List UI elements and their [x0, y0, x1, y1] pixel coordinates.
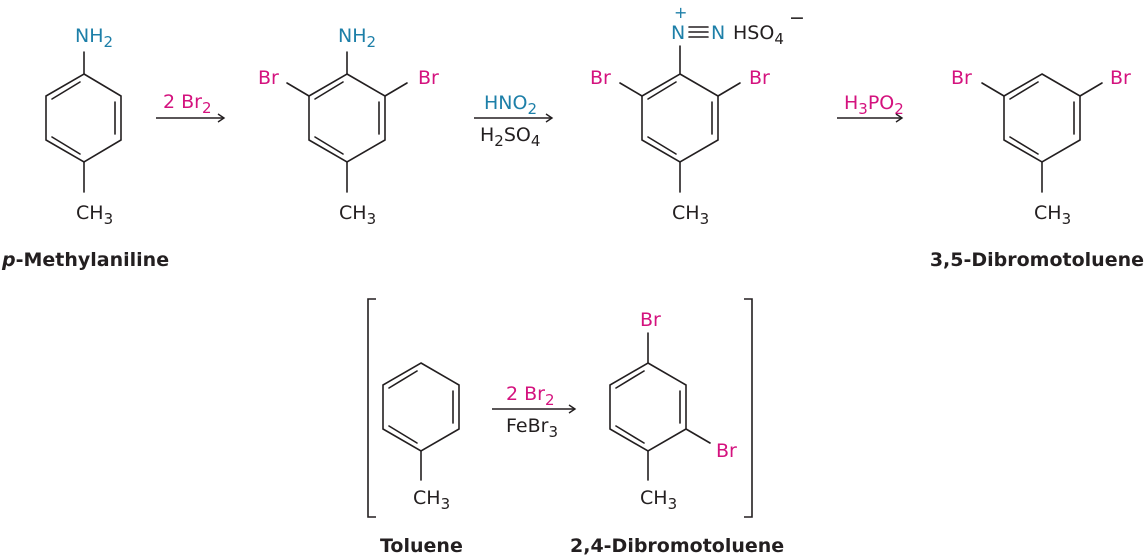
methyl-group-label: CH3 — [672, 202, 709, 228]
bromine-label-left: Br — [951, 67, 972, 89]
triple-bond — [688, 26, 709, 38]
compound-2-4-dibromotoluene: Br Br CH3 2,4-Dibromotoluene — [570, 309, 784, 557]
compound-toluene: CH3 Toluene — [380, 362, 463, 557]
compound-name-p-methylaniline: p-Methylaniline — [1, 249, 169, 271]
bromine-label-left: Br — [590, 67, 611, 89]
bromine-label-left: Br — [258, 67, 279, 89]
reagent-febr3-label: FeBr3 — [506, 415, 558, 441]
methyl-group-label: CH3 — [413, 487, 450, 513]
methyl-group-label: CH3 — [640, 487, 677, 513]
reaction-arrow-reduction: H3PO2 — [837, 92, 904, 123]
bromine-label-top: Br — [640, 309, 661, 331]
positive-charge-label: + — [674, 3, 687, 22]
bromine-label-right: Br — [749, 67, 770, 89]
benzene-ring — [609, 332, 711, 481]
compound-3-5-dibromotoluene: Br Br CH3 3,5-Dibromotoluene — [930, 67, 1144, 271]
bromine-label-right: Br — [1110, 67, 1131, 89]
reagent-2br2-label: 2 Br2 — [506, 383, 555, 409]
reagent-2br2-label: 2 Br2 — [163, 91, 212, 117]
benzene-ring — [45, 51, 122, 193]
reagent-h3po2-label: H3PO2 — [844, 92, 904, 118]
diazonium-nitrogen-2: N — [711, 22, 725, 44]
comparison-bracket — [367, 298, 753, 518]
compound-name-2-4-dibromotoluene: 2,4-Dibromotoluene — [570, 535, 784, 557]
benzene-ring — [286, 51, 408, 193]
amino-group-label: NH2 — [338, 25, 376, 51]
compound-diazonium-salt: + N N HSO4 − Br Br CH3 — [590, 3, 805, 228]
methyl-group-label: CH3 — [339, 202, 376, 228]
methyl-group-label: CH3 — [76, 202, 113, 228]
hydrogen-sulfate-counterion: HSO4 — [733, 22, 784, 48]
bromine-label-right: Br — [418, 67, 439, 89]
reaction-arrow-bromination: 2 Br2 — [156, 91, 226, 123]
compound-p-methylaniline: NH2 CH3 p-Methylaniline — [1, 25, 169, 271]
compound-dibromo-methylaniline: NH2 Br Br CH3 — [258, 25, 439, 228]
benzene-ring — [981, 73, 1103, 193]
reagent-hno2-label: HNO2 — [484, 92, 537, 118]
diazonium-nitrogen-1: N — [671, 22, 685, 44]
bromine-label-right: Br — [716, 440, 737, 462]
reaction-arrow-febr3-bromination: 2 Br2 FeBr3 — [492, 383, 577, 441]
benzene-ring — [382, 362, 460, 481]
negative-charge-label: − — [789, 7, 805, 29]
compound-name-3-5-dibromotoluene: 3,5-Dibromotoluene — [930, 249, 1144, 271]
reaction-arrow-diazotization: HNO2 H2SO4 — [474, 92, 554, 150]
amino-group-label: NH2 — [75, 25, 113, 51]
benzene-ring — [619, 45, 741, 193]
reagent-h2so4-label: H2SO4 — [480, 124, 540, 150]
compound-name-toluene: Toluene — [380, 535, 463, 557]
methyl-group-label: CH3 — [1034, 202, 1071, 228]
